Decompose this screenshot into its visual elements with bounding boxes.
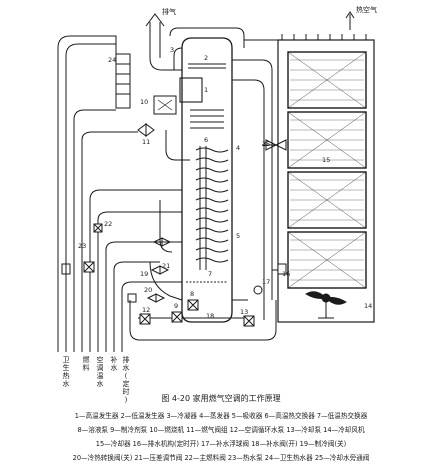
component-number-7: 7: [208, 270, 212, 278]
component-number-20: 20: [144, 286, 152, 294]
cooling-fan: [305, 291, 347, 319]
absorption-unit: [179, 37, 233, 323]
bottom-label-1-char: 热: [63, 371, 70, 380]
bottom-label-5-char: ): [125, 396, 128, 404]
component-number-19: 19: [140, 270, 148, 278]
component-number-8: 8: [190, 290, 194, 298]
bottom-label-2-char: 料: [83, 363, 90, 372]
bottom-label-5-char: 时: [123, 387, 130, 396]
burner: [153, 95, 177, 115]
bottom-label-5-char: 水: [123, 363, 130, 372]
piping: [57, 27, 284, 352]
component-number-12: 12: [142, 306, 150, 314]
component-number-14: 14: [364, 302, 372, 310]
bottom-label-2-char: 燃: [83, 355, 90, 364]
component-number-9: 9: [174, 302, 178, 310]
component-number-6: 6: [204, 136, 208, 144]
component-number-11: 11: [142, 138, 150, 146]
component-number-13: 13: [240, 308, 248, 316]
component-number-5: 5: [236, 232, 240, 240]
component-number-16: 16: [282, 270, 290, 278]
legend-line-3: 15—冷却器 16—排水机构(定时开) 17—补水浮球阀 18—补水阀(开) 1…: [96, 439, 346, 448]
component-number-25: 25: [262, 140, 270, 148]
bottom-label-3-char: 空: [97, 355, 104, 364]
bottom-label-5-char: (: [125, 372, 128, 380]
component-number-10: 10: [140, 98, 148, 106]
legend-line-4: 20—冷热转换阀(关) 21—压差调节阀 22—主燃料阀 23—热水泵 24—卫…: [73, 453, 370, 462]
legend-line-2: 8—溶液泵 9—制冷剂泵 10—燃烧机 11—燃气阀组 12—空调循环水泵 13…: [77, 425, 365, 434]
bottom-label-5-char: 排: [123, 355, 130, 364]
bottom-label-1-char: 水: [63, 379, 70, 388]
component-number-1: 1: [204, 86, 208, 94]
bottom-label-4-char: 水: [111, 363, 118, 372]
cooling-tower: [277, 11, 375, 323]
bottom-label-5-char: 定: [123, 379, 130, 388]
pumps-valves: [61, 139, 287, 327]
component-number-17: 17: [262, 278, 270, 286]
bottom-label-3-char: 水: [97, 379, 104, 388]
bottom-label-3-char: 温: [97, 371, 104, 380]
bottom-label-4-char: 补: [111, 355, 118, 364]
component-number-23: 23: [78, 242, 86, 250]
component-number-3: 3: [170, 46, 174, 54]
component-number-4: 4: [236, 144, 240, 152]
hot-air-label: 热空气: [356, 5, 377, 14]
legend-line-1: 1—高温发生器 2—低温发生器 3—冷凝器 4—蒸发器 5—吸收器 6—高温热交…: [75, 411, 368, 420]
component-number-22: 22: [104, 220, 112, 228]
bottom-label-1-char: 卫: [63, 356, 70, 364]
sanitary-water-heater: [115, 53, 131, 109]
bottom-label-1-char: 生: [63, 363, 70, 372]
component-number-2: 2: [204, 54, 208, 62]
component-number-24: 24: [108, 56, 116, 64]
bottom-label-3-char: 调: [97, 363, 104, 372]
exhaust-label: 排气: [162, 7, 176, 16]
figure-caption: 图 4-20 家用燃气空调的工作原理: [161, 393, 280, 403]
component-number-18: 18: [206, 312, 214, 320]
component-number-15: 15: [322, 156, 330, 164]
component-number-21: 21: [162, 262, 170, 270]
legend: 1—高温发生器 2—低温发生器 3—冷凝器 4—蒸发器 5—吸收器 6—高温热交…: [73, 411, 370, 462]
gas-valve-group: [137, 123, 155, 137]
exhaust-stack: [145, 13, 182, 71]
